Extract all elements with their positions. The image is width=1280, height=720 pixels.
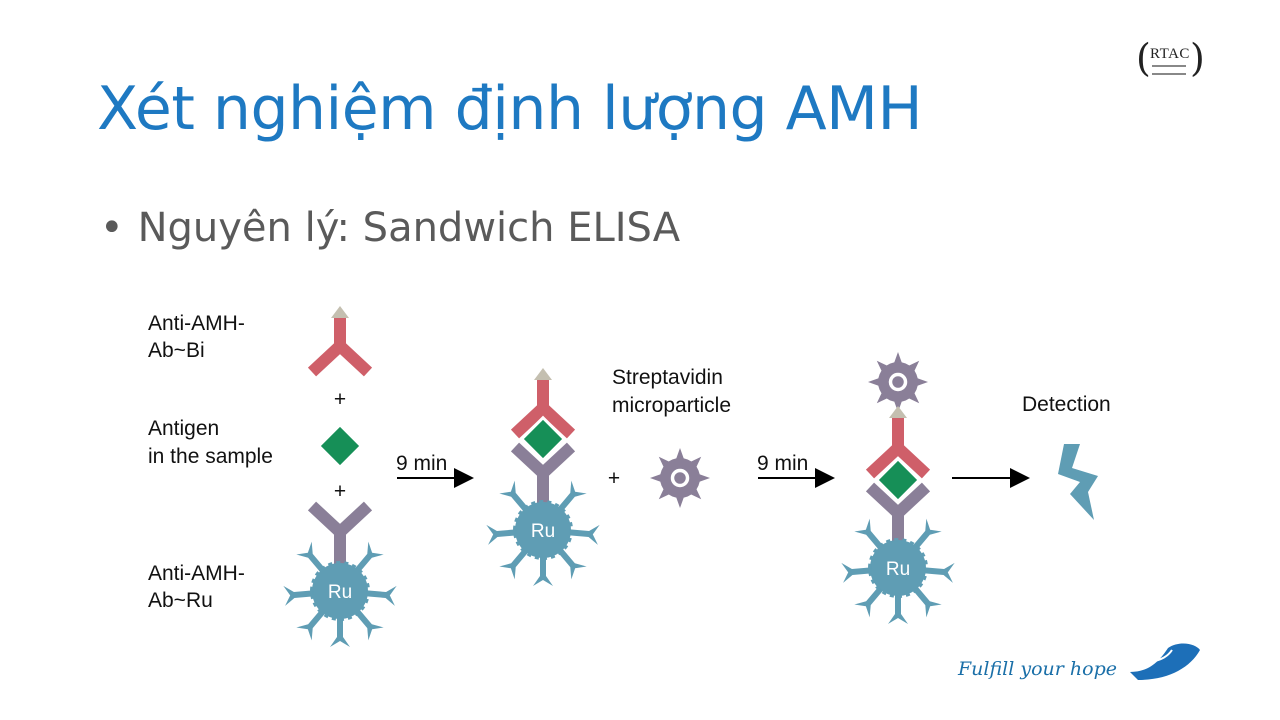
rtac-logo: ( RTAC ) (1136, 36, 1205, 80)
step1-time-label: 9 min (396, 452, 447, 475)
antigen-diamond-icon (317, 423, 363, 469)
label-ab-ru-line1: Anti-AMH- (148, 562, 245, 585)
label-ab-bi-line1: Anti-AMH- (148, 312, 245, 335)
ru-label: Ru (531, 521, 555, 542)
lightning-bolt-icon (1058, 444, 1098, 520)
logo-paren-left: ( (1136, 36, 1151, 80)
ru-label: Ru (328, 582, 352, 603)
page-title: Xét nghiệm định lượng AMH (97, 74, 923, 144)
label-strep-line2: microparticle (612, 394, 731, 417)
bullet-dot-icon: • (100, 205, 124, 251)
ruthenium-antibody-icon: Ru (283, 501, 396, 647)
logo-paren-right: ) (1190, 36, 1205, 80)
plus-sign: + (608, 467, 620, 490)
sandwich-complex-icon: Ru (486, 368, 599, 586)
plus-sign: + (334, 388, 346, 411)
label-antigen-line2: in the sample (148, 445, 273, 468)
brand-swoosh-icon (1130, 643, 1200, 680)
label-detection: Detection (1022, 393, 1111, 416)
logo-subline (1152, 65, 1186, 75)
plus-sign: + (334, 480, 346, 503)
streptavidin-microparticle-icon (650, 448, 710, 508)
biotinylated-antibody-icon (307, 306, 373, 377)
tagline: Fulfill your hope (958, 658, 1117, 680)
ru-label: Ru (886, 559, 910, 580)
label-antigen-line1: Antigen (148, 417, 219, 440)
bound-complex-icon: Ru (841, 352, 954, 624)
label-strep-line1: Streptavidin (612, 366, 723, 389)
bullet-text: Nguyên lý: Sandwich ELISA (137, 205, 681, 251)
label-ab-bi-line2: Ab~Bi (148, 339, 205, 362)
label-ab-ru-line2: Ab~Ru (148, 589, 213, 612)
bullet-item: • Nguyên lý: Sandwich ELISA (100, 205, 680, 251)
logo-text: RTAC (1150, 46, 1190, 62)
brand-swoosh-highlight (1149, 649, 1173, 663)
step2-time-label: 9 min (757, 452, 808, 475)
